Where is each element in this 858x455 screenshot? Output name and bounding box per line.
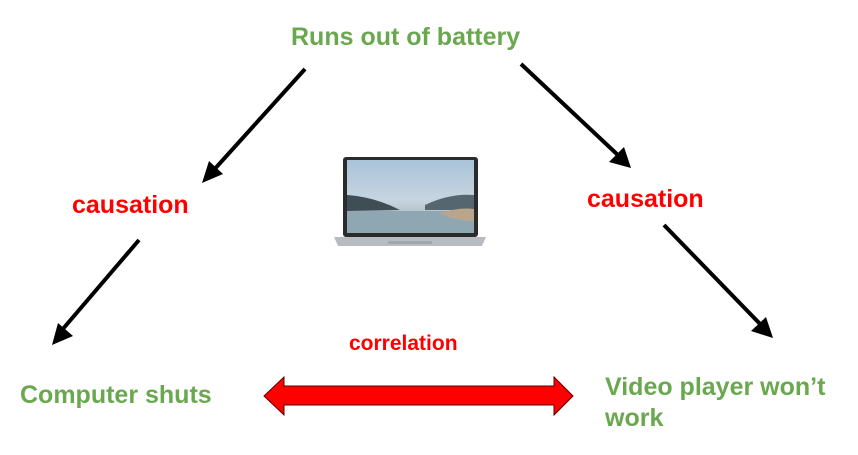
edge-label-correlation: correlation (349, 332, 458, 355)
node-video-player-wont-work: Video player won’t work (605, 373, 826, 432)
arrowhead (52, 323, 73, 345)
correlation-double-arrow (263, 375, 574, 417)
causation-arrow-bottom-left (60, 238, 141, 332)
arrowhead (751, 317, 773, 338)
arrowhead (202, 161, 223, 183)
edge-label-causation-left: causation (72, 191, 189, 219)
causation-arrow-bottom-right (662, 223, 764, 328)
laptop-icon (334, 157, 486, 246)
causation-arrow-top-right (519, 62, 622, 159)
causation-arrow-top-left (210, 67, 307, 174)
node-computer-shuts: Computer shuts (20, 381, 212, 409)
node-runs-out-of-battery: Runs out of battery (291, 23, 521, 51)
edge-label-causation-right: causation (587, 185, 704, 213)
arrowhead (609, 147, 631, 168)
